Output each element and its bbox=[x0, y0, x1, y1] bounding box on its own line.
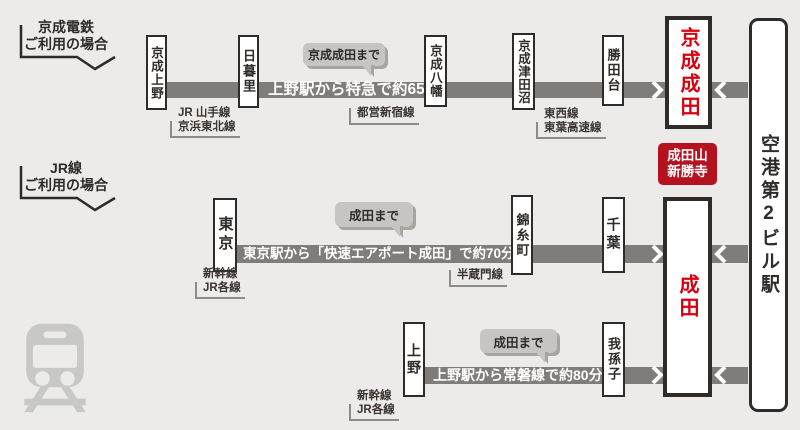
bubble-tail bbox=[361, 64, 371, 76]
bubble-to-narita: 成田まで bbox=[480, 329, 557, 353]
station-tokyo: 東京 bbox=[213, 198, 237, 272]
transfer-label-ueno: 新幹線 JR各線 bbox=[349, 390, 399, 421]
callout-bubble-outline bbox=[19, 166, 116, 212]
chevron-left-icon bbox=[714, 245, 727, 263]
callout-jr: JR線 ご利用の場合 bbox=[18, 160, 114, 194]
landmark-line2: 新勝寺 bbox=[667, 164, 708, 179]
station-keisei-yawata: 京成八幡 bbox=[424, 35, 447, 107]
transfer-line: 新幹線 bbox=[357, 390, 392, 402]
transfer-line: 都営新宿線 bbox=[357, 107, 415, 119]
chevron-right-icon bbox=[651, 245, 664, 263]
transfer-line: JR 山手線 bbox=[178, 107, 231, 119]
station-narita: 成田 bbox=[663, 197, 712, 397]
transfer-label-tokyo: 新幹線 JR各線 bbox=[195, 268, 245, 299]
bubble-tail bbox=[390, 225, 400, 237]
route-banner-jr-joban: 上野駅から常磐線で約80分 bbox=[433, 367, 603, 383]
transfer-line: 東葉高速線 bbox=[544, 121, 602, 134]
route-banner-keisei: 上野駅から特急で約65分 bbox=[268, 81, 441, 98]
station-keisei-ueno: 京成上野 bbox=[146, 35, 167, 110]
station-kinshicho: 錦糸町 bbox=[511, 195, 533, 275]
station-chiba: 千葉 bbox=[602, 197, 625, 273]
station-airport-terminal2: 空港第2ビル駅 bbox=[749, 18, 788, 412]
transfer-line: 京浜東北線 bbox=[178, 120, 236, 133]
callout-bubble-outline bbox=[19, 25, 116, 71]
transfer-label-kinshicho: 半蔵門線 bbox=[449, 269, 507, 286]
bubble-to-narita: 成田まで bbox=[335, 202, 413, 227]
bubble-to-keisei-narita: 京成成田まで bbox=[303, 43, 385, 66]
transfer-label-keisei-tsudanuma: 東西線 東葉高速線 bbox=[536, 108, 605, 139]
station-keisei-tsudanuma: 京成津田沼 bbox=[512, 33, 535, 110]
station-katsutadai: 勝田台 bbox=[602, 35, 624, 106]
landmark-naritasan-shinshoji: 成田山 新勝寺 bbox=[658, 143, 717, 185]
callout-keisei-line1: 京成電鉄 bbox=[38, 19, 94, 35]
transfer-label-keisei-yawata: 都営新宿線 bbox=[349, 107, 418, 124]
transfer-label-keisei-ueno: JR 山手線 京浜東北線 bbox=[170, 107, 239, 138]
transfer-line: JR各線 bbox=[357, 403, 395, 416]
callout-jr-line1: JR線 bbox=[50, 160, 82, 176]
transfer-line: JR各線 bbox=[203, 281, 241, 294]
transfer-line: 新幹線 bbox=[203, 268, 238, 280]
chevron-left-icon bbox=[714, 81, 727, 99]
route-line-jr-joban bbox=[405, 367, 748, 384]
route-line-keisei bbox=[150, 82, 748, 98]
station-keisei-narita: 京成成田 bbox=[665, 16, 712, 129]
bubble-tail bbox=[535, 351, 545, 363]
chevron-right-icon bbox=[651, 366, 664, 384]
callout-keisei: 京成電鉄 ご利用の場合 bbox=[18, 19, 114, 53]
transfer-line: 東西線 bbox=[544, 108, 579, 120]
landmark-line1: 成田山 bbox=[667, 148, 708, 163]
route-banner-jr-sobu: 東京駅から「快速エアポート成田」で約70分 bbox=[243, 246, 515, 261]
train-front-icon bbox=[24, 323, 86, 413]
station-ueno: 上野 bbox=[403, 322, 425, 397]
transfer-line: 半蔵門線 bbox=[457, 269, 503, 281]
callout-keisei-line2: ご利用の場合 bbox=[24, 36, 108, 52]
chevron-left-icon bbox=[714, 366, 727, 384]
chevron-right-icon bbox=[651, 81, 664, 99]
callout-jr-line2: ご利用の場合 bbox=[24, 177, 108, 193]
station-abiko: 我孫子 bbox=[602, 322, 625, 397]
station-nippori: 日暮里 bbox=[238, 35, 259, 108]
